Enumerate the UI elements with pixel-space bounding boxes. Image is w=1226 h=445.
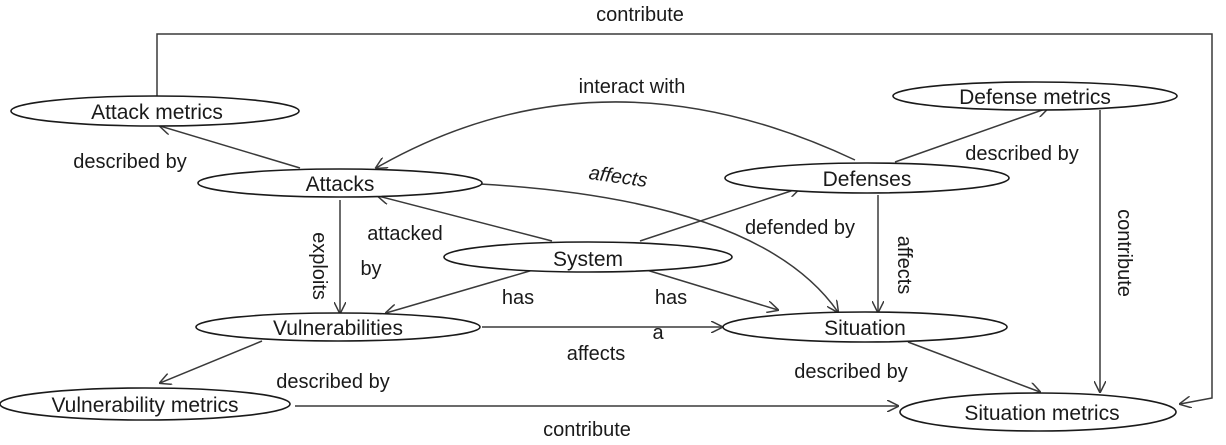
node-system: System (443, 241, 733, 273)
node-vulnerabilities-label: Vulnerabilities (273, 317, 403, 340)
label-described-by-attacks: described by (73, 151, 186, 173)
nodes: Attack metrics Defense metrics Attacks D… (0, 81, 1178, 432)
edge-interact-with (376, 101, 856, 168)
node-defenses: Defenses (724, 162, 1010, 194)
node-situation: Situation (722, 311, 1008, 343)
edge-attacks-affects-situation (479, 183, 838, 312)
node-situation-metrics-label: Situation metrics (964, 402, 1119, 425)
label-attacked-by-line2: by (360, 258, 381, 280)
edge-system-has-a-situation (639, 267, 778, 310)
label-contribute-bottom: contribute (543, 419, 631, 441)
label-interact-with: interact with (579, 76, 686, 98)
edge-attacked-by (378, 196, 553, 242)
node-defense-metrics-label: Defense metrics (959, 86, 1111, 109)
edges (156, 33, 1213, 406)
label-affects-vuln-situation: affects (567, 343, 626, 365)
label-attacked-by-line1: attacked (367, 223, 443, 245)
edge-system-has-vulnerabilities (386, 267, 541, 313)
edge-labels: contribute interact with described by af… (73, 4, 1135, 441)
label-described-by-defenses: described by (965, 143, 1078, 165)
node-situation-metrics: Situation metrics (899, 392, 1177, 432)
edge-defended-by (639, 188, 800, 242)
node-vulnerability-metrics: Vulnerability metrics (0, 387, 291, 421)
label-exploits: exploits (308, 232, 330, 300)
node-situation-label: Situation (824, 317, 906, 340)
edge-vulnerabilities-described-by (160, 340, 263, 383)
node-vulnerability-metrics-label: Vulnerability metrics (51, 394, 238, 417)
label-described-by-situation: described by (794, 361, 907, 383)
edge-situation-described-by (907, 341, 1040, 392)
edge-attacks-described-by (160, 126, 301, 169)
node-attacks: Attacks (197, 168, 483, 198)
edge-attack-metrics-contribute (156, 33, 1213, 404)
edge-defenses-described-by (894, 108, 1048, 163)
node-system-label: System (553, 248, 623, 271)
label-defended-by: defended by (745, 217, 855, 239)
label-affects-attacks-situation: affects (587, 162, 648, 192)
label-affects-defenses-situation: affects (893, 236, 915, 295)
node-attack-metrics: Attack metrics (10, 95, 300, 127)
node-vulnerabilities: Vulnerabilities (195, 312, 481, 342)
node-attack-metrics-label: Attack metrics (91, 101, 223, 124)
node-defenses-label: Defenses (823, 168, 912, 191)
label-has-vulnerabilities: has (502, 287, 534, 309)
label-described-by-vuln: described by (276, 371, 389, 393)
node-defense-metrics: Defense metrics (892, 81, 1178, 111)
label-has-a-line2: a (652, 322, 664, 344)
node-attacks-label: Attacks (306, 173, 375, 196)
label-contribute-right: contribute (1113, 209, 1135, 297)
label-contribute-top: contribute (596, 4, 684, 26)
label-has-a-line1: has (655, 287, 687, 309)
